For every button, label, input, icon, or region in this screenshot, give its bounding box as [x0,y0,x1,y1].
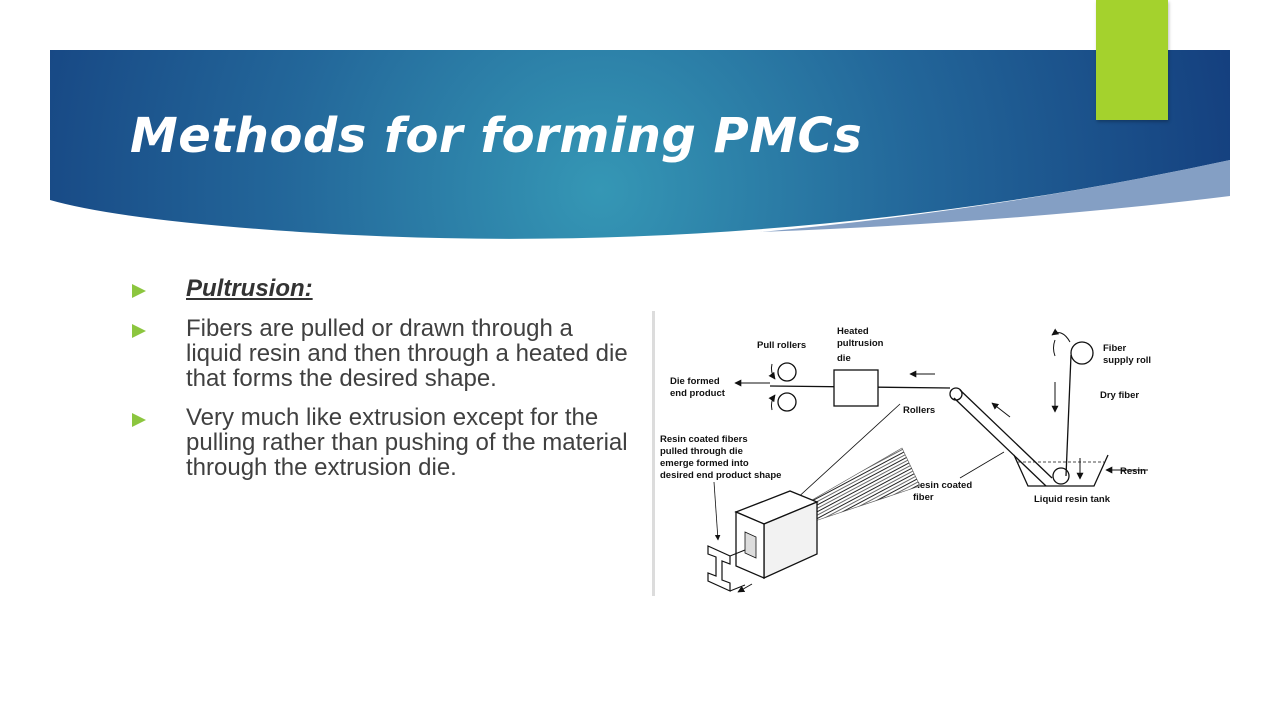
bullet-heading-text: Pultrusion: [186,275,313,302]
tank-roller [1052,467,1070,485]
slide-title: Methods for forming PMCs [130,108,863,164]
resin-tank [1013,454,1109,487]
bullet-text: Fibers are pulled or drawn through a liq… [186,315,628,392]
bullet-text: Very much like extrusion except for the … [186,404,628,481]
bullet-arrow-icon [132,324,146,338]
label-resin-coated: Resin coated [913,480,972,491]
label-end-product: end product [670,388,726,399]
label-emerge-3: emerge formed into [660,458,749,469]
pultrusion-diagram: Die formed end product Pull rollers Heat… [652,311,1157,596]
bullet-item: Very much like extrusion except for the … [132,405,632,480]
label-liquid-resin-tank: Liquid resin tank [1034,494,1111,505]
bullet-arrow-icon [132,413,146,427]
label-heated: Heated [837,326,869,337]
heated-die [833,369,879,407]
label-dry-fiber: Dry fiber [1100,390,1139,401]
pull-roller-top [777,362,797,382]
bullet-arrow-icon [132,284,146,298]
label-pull-rollers: Pull rollers [757,340,806,351]
bullet-heading: Pultrusion: [132,276,632,301]
label-fiber: Fiber [1103,343,1127,354]
bullet-list: Pultrusion: Fibers are pulled or drawn t… [132,276,632,480]
label-emerge-4: desired end product shape [660,470,781,481]
pull-roller-bottom [777,392,797,412]
label-emerge-1: Resin coated fibers [660,434,748,445]
label-die-formed: Die formed [670,376,720,387]
label-pultrusion: pultrusion [837,338,884,349]
fiber-supply-roll [1070,341,1094,365]
label-resin: Resin [1120,466,1146,477]
bullet-item: Fibers are pulled or drawn through a liq… [132,316,632,391]
label-die: die [837,353,851,364]
die-block-3d [707,490,819,593]
label-rollers: Rollers [903,405,935,416]
label-coated-fiber: fiber [913,492,934,503]
accent-tab [1096,0,1168,120]
label-supply-roll: supply roll [1103,355,1151,366]
label-emerge-2: pulled through die [660,446,743,457]
